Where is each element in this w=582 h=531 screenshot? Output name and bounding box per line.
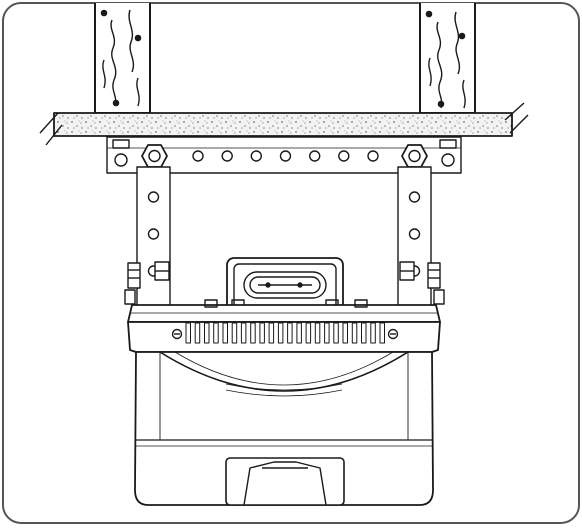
heat-sink-fin [379,322,385,344]
heat-sink-fin [351,322,358,344]
right-bracket [397,166,432,308]
luminaire-housing [134,351,434,506]
heat-sink-fin [324,322,330,344]
heat-sink-fin [213,322,219,344]
heat-sink-fin [314,322,321,344]
heat-sink-fin [287,322,293,344]
heat-sink-fin [259,322,265,344]
rail-hole [309,150,321,162]
heat-sink-fin [222,322,228,344]
left-bracket-screws [124,261,170,305]
left-bracket [136,166,171,308]
heat-sink-fin [268,322,275,344]
rail-hole [279,150,292,162]
right-joist [419,3,476,114]
rail-hole [250,150,262,162]
heat-sink-fin [277,322,284,344]
heat-sink-fin [296,322,302,344]
rail-hole [367,150,379,162]
heat-sink-fin [240,322,247,344]
heat-sink [127,321,441,353]
heat-sink-fin [361,322,367,344]
heat-sink-fin [305,322,312,344]
heat-sink-fin [342,322,348,344]
heat-sink-fin [231,322,238,344]
heat-sink-fin [250,322,256,344]
rail-hole [192,150,204,162]
concrete-slab [39,102,529,146]
heat-sink-fin [370,322,376,344]
left-joist [94,3,151,114]
right-bracket-screws [399,261,445,305]
heat-sink-fin [194,322,201,344]
rail-hole [338,150,350,162]
heat-sink-fin [333,322,339,344]
rail-hole [221,150,233,162]
heat-sink-fin [204,322,210,344]
heat-sink-fin [185,322,191,344]
